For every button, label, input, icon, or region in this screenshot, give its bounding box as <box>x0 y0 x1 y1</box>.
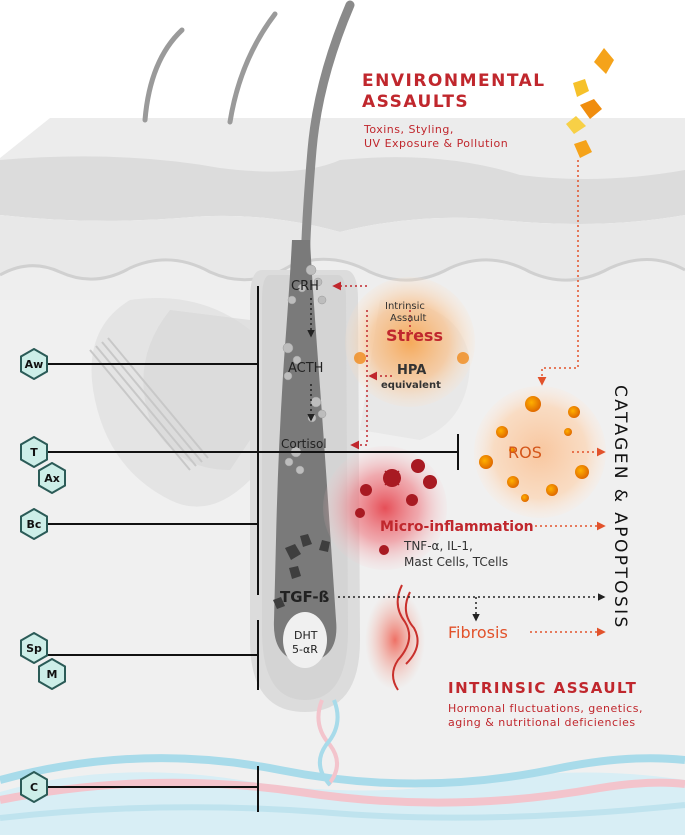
micro-inflammation-line2: Mast Cells, TCells <box>404 556 508 569</box>
five-alpha-reductase-label: 5-αR <box>292 644 318 656</box>
hex-label-m: M <box>36 658 68 690</box>
stress-title: Stress <box>386 327 443 345</box>
cortisol-label: Cortisol <box>281 438 327 451</box>
crh-label: CRH <box>291 280 319 294</box>
intrinsic-desc-line1: Hormonal fluctuations, genetics, <box>448 703 643 715</box>
hex-label-c: C <box>18 771 50 803</box>
hex-badge-bc: Bc <box>18 508 50 540</box>
catagen-apoptosis-label: CATAGEN & APOPTOSIS <box>606 385 630 625</box>
intrinsic-title: INTRINSIC ASSAULT <box>448 680 637 697</box>
hex-badge-ax: Ax <box>36 462 68 494</box>
ros-label: ROS <box>508 444 542 462</box>
environmental-title-line1: ENVIRONMENTAL <box>362 72 546 91</box>
hex-badge-m: M <box>36 658 68 690</box>
fibrosis-label: Fibrosis <box>448 624 508 642</box>
acth-label: ACTH <box>288 362 323 376</box>
tgf-beta-label: TGF-ß <box>280 589 329 606</box>
stress-line1: Intrinsic <box>385 301 425 312</box>
hex-label-ax: Ax <box>36 462 68 494</box>
environmental-title-line2: ASSAULTS <box>362 93 469 112</box>
hpa-label: HPA <box>397 364 426 378</box>
micro-inflammation-line1: TNF-α, IL-1, <box>404 540 473 553</box>
micro-inflammation-title: Micro-inflammation <box>380 520 534 535</box>
intrinsic-desc-line2: aging & nutritional deficiencies <box>448 717 636 729</box>
environmental-desc-line2: UV Exposure & Pollution <box>364 138 508 150</box>
hpa-sub-label: equivalent <box>381 380 441 391</box>
hex-label-aw: Aw <box>18 348 50 380</box>
dht-label: DHT <box>294 630 317 642</box>
stress-line2: Assault <box>390 313 426 324</box>
environmental-desc-line1: Toxins, Styling, <box>364 124 454 136</box>
hex-badge-c: C <box>18 771 50 803</box>
hex-label-bc: Bc <box>18 508 50 540</box>
hex-badge-aw: Aw <box>18 348 50 380</box>
